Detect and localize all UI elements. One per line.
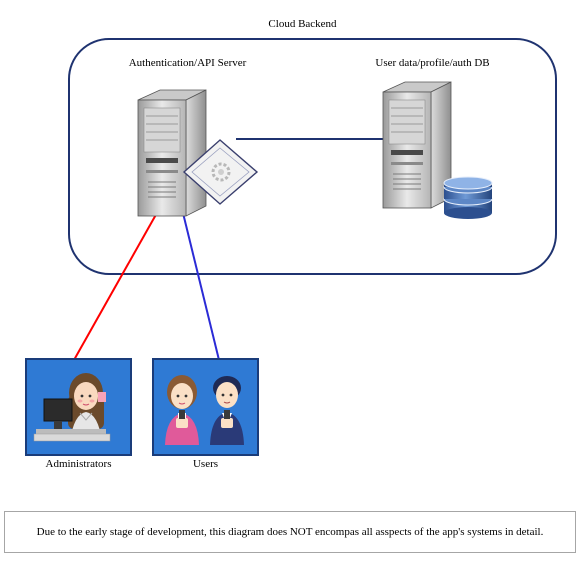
cloud-backend-label: Cloud Backend [268, 18, 337, 30]
administrator-avatar-icon [25, 358, 132, 456]
edge-api-to-administrators [73, 210, 159, 361]
api-server-icon [137, 89, 207, 217]
gear-certificate-icon [182, 139, 259, 205]
users-label: Users [192, 458, 219, 470]
users-avatar-icon [152, 358, 259, 456]
cloud-backend-group [68, 38, 557, 275]
footnote-box: Due to the early stage of development, t… [4, 511, 576, 553]
administrators-label: Administrators [45, 458, 112, 470]
database-server-icon [382, 81, 452, 209]
footnote-text: Due to the early stage of development, t… [36, 526, 544, 538]
database-cylinder-icon [443, 176, 493, 219]
edge-api-to-users [182, 212, 220, 361]
database-label: User data/profile/auth DB [375, 57, 490, 69]
api-server-label: Authentication/API Server [128, 57, 247, 69]
